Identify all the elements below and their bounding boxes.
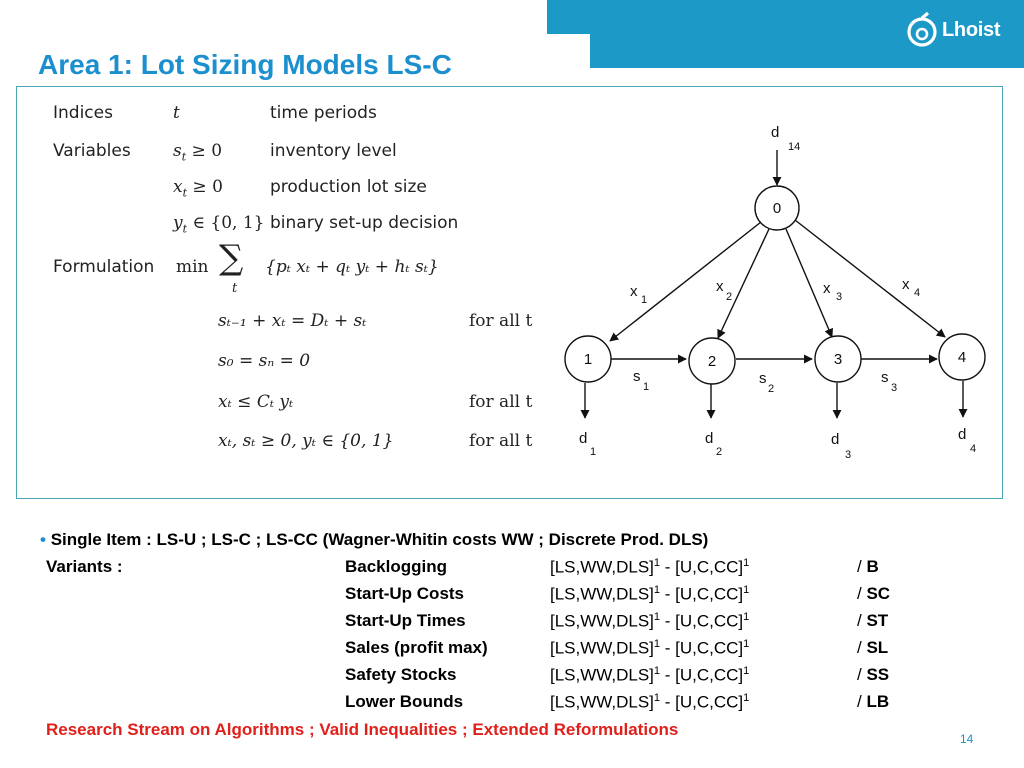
s2-sub: 2 (768, 383, 774, 395)
x3-label: x (823, 280, 831, 297)
s1-sub: 1 (643, 381, 649, 393)
indices-label: Indices (53, 103, 113, 123)
node-2-label: 2 (708, 353, 716, 370)
node-3-label: 3 (834, 351, 842, 368)
node-0 (754, 185, 800, 231)
s2-label: s (759, 370, 767, 387)
variant-classes: [LS,WW,DLS]1 - [U,C,CC]1 (550, 638, 750, 658)
arc-x4 (794, 219, 946, 338)
content-frame (16, 86, 1003, 499)
node-1-label: 1 (584, 351, 592, 368)
var-s-desc: inventory level (270, 141, 397, 161)
variant-name: Start-Up Times (345, 611, 466, 630)
lhoist-logo-icon (907, 12, 937, 47)
bullet-icon: • (40, 530, 46, 549)
constraint-balance: sₜ₋₁ + xₜ = Dₜ + sₜ (218, 311, 367, 331)
objective-function: {pₜ xₜ + qₜ yₜ + hₜ sₜ} (265, 257, 439, 277)
variant-classes: [LS,WW,DLS]1 - [U,C,CC]1 (550, 692, 750, 712)
variant-classes: [LS,WW,DLS]1 - [U,C,CC]1 (550, 557, 750, 577)
s3-sub: 3 (891, 382, 897, 394)
variant-code: / ST (857, 611, 889, 630)
x1-label: x (630, 283, 638, 300)
indices-desc: time periods (270, 103, 377, 123)
variant-code: / SS (857, 665, 890, 684)
d3-sub: 3 (845, 449, 851, 461)
x2-sub: 2 (726, 291, 732, 303)
d2-sub: 2 (716, 446, 722, 458)
variables-label: Variables (53, 141, 131, 161)
d1-sub: 1 (590, 446, 596, 458)
logo-text: Lhoist (942, 18, 1001, 41)
constraint-capacity: xₜ ≤ Cₜ yₜ (218, 392, 294, 412)
d4-label: d (958, 426, 966, 443)
variant-code: / B (857, 557, 879, 576)
d1-label: d (579, 430, 587, 447)
page-title: Area 1: Lot Sizing Models LS-C (38, 49, 452, 80)
formulation-label: Formulation (53, 257, 155, 277)
source-demand-sub: 14 (788, 141, 800, 153)
single-item-text: Single Item : LS-U ; LS-C ; LS-CC (Wagne… (50, 530, 709, 549)
x4-label: x (902, 276, 910, 293)
header-bar-tab (590, 34, 1024, 68)
d2-label: d (705, 430, 713, 447)
variant-name: Lower Bounds (345, 692, 464, 711)
x4-sub: 4 (914, 287, 920, 299)
x3-sub: 3 (836, 291, 842, 303)
source-demand-label: d (771, 124, 779, 141)
variant-code: / LB (857, 692, 890, 711)
arc-x2 (717, 228, 770, 339)
variant-code: / SC (857, 584, 891, 603)
x1-sub: 1 (641, 294, 647, 306)
variant-name: Start-Up Costs (345, 584, 465, 603)
variant-code: / SL (857, 638, 889, 657)
variant-name: Safety Stocks (345, 665, 457, 684)
s3-label: s (881, 369, 889, 386)
node-2 (688, 337, 736, 385)
sum-symbol: ∑ (219, 238, 244, 278)
variant-classes: [LS,WW,DLS]1 - [U,C,CC]1 (550, 665, 750, 685)
var-s: st ≥ 0 (173, 141, 223, 164)
var-x: xt ≥ 0 (173, 177, 223, 200)
forall-1: for all t (469, 311, 533, 331)
forall-2: for all t (469, 392, 533, 412)
node-4-label: 4 (958, 349, 966, 366)
d3-label: d (831, 431, 839, 448)
page-number: 14 (960, 732, 974, 746)
var-y: yt ∈ {0, 1} (173, 213, 265, 236)
constraint-domain: xₜ, sₜ ≥ 0, yₜ ∈ {0, 1} (218, 431, 394, 451)
arc-x3 (785, 228, 833, 338)
single-item-line: • Single Item : LS-U ; LS-C ; LS-CC (Wag… (40, 530, 708, 550)
node-1 (564, 335, 612, 383)
constraint-boundary: s₀ = sₙ = 0 (218, 351, 311, 371)
node-0-label: 0 (773, 200, 781, 217)
logo: Lhoist (904, 12, 1001, 48)
variant-name: Sales (profit max) (345, 638, 488, 657)
forall-3: for all t (469, 431, 533, 451)
variants-label: Variants : (46, 557, 123, 576)
node-4 (938, 333, 986, 381)
sum-index: t (232, 281, 238, 296)
variant-name: Backlogging (345, 557, 448, 576)
header-bar (547, 0, 1024, 34)
variant-classes: [LS,WW,DLS]1 - [U,C,CC]1 (550, 611, 750, 631)
d4-sub: 4 (970, 443, 976, 455)
x2-label: x (716, 278, 724, 295)
var-y-desc: binary set-up decision (270, 213, 459, 233)
node-3 (814, 335, 862, 383)
s1-label: s (633, 368, 641, 385)
min-operator: min (176, 257, 209, 277)
var-x-desc: production lot size (270, 177, 427, 197)
variant-classes: [LS,WW,DLS]1 - [U,C,CC]1 (550, 584, 750, 604)
indices-var: t (173, 103, 180, 123)
arc-x1 (609, 221, 762, 342)
research-stream: Research Stream on Algorithms ; Valid In… (46, 720, 679, 739)
